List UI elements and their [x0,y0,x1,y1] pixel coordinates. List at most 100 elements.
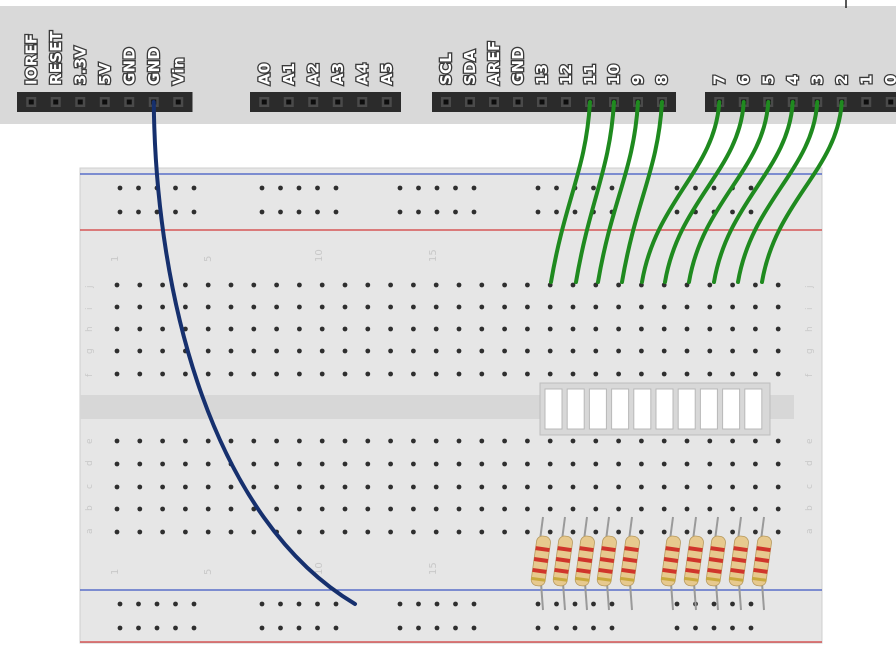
rail-hole [315,185,320,191]
resistor [619,516,640,611]
terminal-hole [251,438,257,444]
resistor-band [731,557,747,563]
terminal-hole [547,348,553,354]
terminal-hole [433,484,439,490]
terminal-hole [137,348,143,354]
rail-hole [572,625,578,631]
header-pin-hole [467,99,473,105]
resistor-band [729,576,744,582]
terminal-hole [570,484,576,490]
terminal-hole [160,348,166,354]
terminal-hole [388,438,393,444]
terminal-hole [661,304,667,310]
terminal-hole [342,371,348,377]
terminal-hole [388,461,393,467]
header-pin-hole [539,99,545,105]
terminal-hole [205,348,211,354]
pin-label-a0: A0 [255,63,273,85]
terminal-hole [616,484,621,490]
row-letter-b-right: b [805,505,815,511]
terminal-hole [411,506,416,512]
row-letter-i-right: i [805,307,815,310]
terminal-hole [547,371,553,377]
terminal-hole [319,438,325,444]
terminal-hole [388,371,393,377]
header-digital-low [705,92,896,112]
terminal-hole [319,529,325,535]
rail-hole [117,209,123,215]
pin-label-scl: SCL [437,53,455,85]
terminal-hole [547,304,553,310]
terminal-hole [456,484,462,490]
header-pin-hole [443,99,449,105]
rail-hole [434,209,440,215]
rail-hole [173,185,178,191]
terminal-hole [684,348,690,354]
terminal-hole [479,326,485,332]
terminal-hole [228,371,234,377]
rail-hole [693,625,698,631]
terminal-hole [274,348,279,354]
terminal-hole [775,371,781,377]
wires [151,100,844,606]
terminal-hole [479,529,485,535]
rail-hole [259,209,265,215]
terminal-hole [684,304,690,310]
terminal-hole [274,484,279,490]
resistor [683,516,704,611]
terminal-hole [205,529,211,535]
terminal-hole [639,304,644,310]
terminal-hole [342,484,348,490]
resistor-lead [738,582,742,611]
terminal-hole [753,282,758,288]
led-segment [744,388,763,430]
rail-hole [315,625,320,631]
terminal-hole [365,484,371,490]
header-pin-hole [310,99,316,105]
rail-hole [333,601,339,607]
led-segment [588,388,607,430]
resistor-band [685,567,700,574]
terminal-hole [639,348,644,354]
terminal-hole [639,484,644,490]
terminal-hole [525,282,530,288]
terminal-hole [205,371,211,377]
resistor-array [530,516,772,611]
terminal-hole [365,506,371,512]
terminal-hole [684,506,690,512]
resistor-band [684,576,699,582]
led-segment [699,388,718,430]
led-segment [633,388,652,430]
row-letter-g-right: g [805,348,815,354]
row-letter-c-left: c [85,484,95,489]
pin-label-a5: A5 [378,63,396,85]
terminal-hole [684,371,690,377]
terminal-hole [502,304,507,310]
rail-hole [154,601,160,607]
terminal-hole [730,371,735,377]
header-pin-hole [102,99,108,105]
signal-wire-pin-6 [663,100,746,284]
terminal-hole [684,461,690,467]
terminal-hole [525,506,530,512]
rail-hole [591,185,596,191]
resistor-band [535,546,550,553]
terminal-hole [251,529,257,535]
terminal-hole [251,371,257,377]
rail-hole [333,185,339,191]
terminal-hole [456,506,462,512]
rail-hole [609,185,615,191]
terminal-hole [639,438,644,444]
rail-hole [554,625,559,631]
terminal-hole [707,326,713,332]
col-number-top-10: 10 [314,249,325,262]
terminal-hole [616,371,621,377]
terminal-hole [479,282,485,288]
terminal-hole [183,529,188,535]
terminal-hole [411,438,416,444]
terminal-hole [274,371,279,377]
terminal-hole [160,506,166,512]
terminal-hole [639,326,644,332]
pin-label-0: 0 [882,74,896,85]
terminal-hole [388,529,393,535]
